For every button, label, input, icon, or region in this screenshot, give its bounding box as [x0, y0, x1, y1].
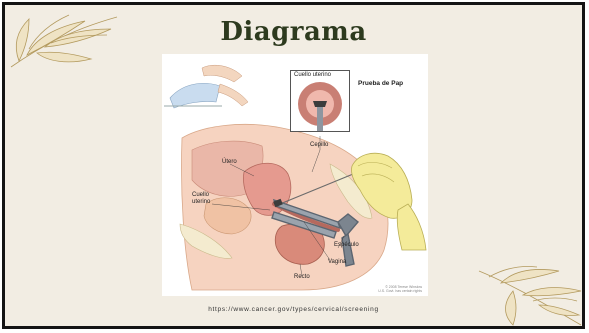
illustration-credit: © 2008 Terese Winslow U.S. Govt. has cer… — [378, 285, 422, 293]
diagram-heading: Prueba de Pap — [358, 80, 403, 87]
slide-title: Diagrama — [5, 17, 582, 47]
label-rectum: Recto — [294, 274, 310, 281]
pap-test-diagram: Cuello uterino Prueba de Pap Cepillo Úte… — [162, 54, 428, 296]
label-speculum: Espéculo — [334, 242, 359, 249]
cervix-closeup-icon — [291, 71, 349, 131]
source-url: https://www.cancer.gov/types/cervical/sc… — [5, 306, 582, 313]
label-brush: Cepillo — [310, 142, 328, 149]
label-vagina: Vagina — [328, 259, 346, 266]
cervix-inset: Cuello uterino — [290, 70, 350, 132]
label-uterus: Útero — [222, 159, 237, 166]
label-cervix: Cuello uterino — [192, 192, 210, 206]
slide: Diagrama — [2, 2, 585, 329]
inset-label: Cuello uterino — [294, 72, 331, 79]
patient-on-exam-table-icon — [164, 65, 248, 108]
leaf-decoration-bottom-right-icon — [473, 263, 585, 329]
